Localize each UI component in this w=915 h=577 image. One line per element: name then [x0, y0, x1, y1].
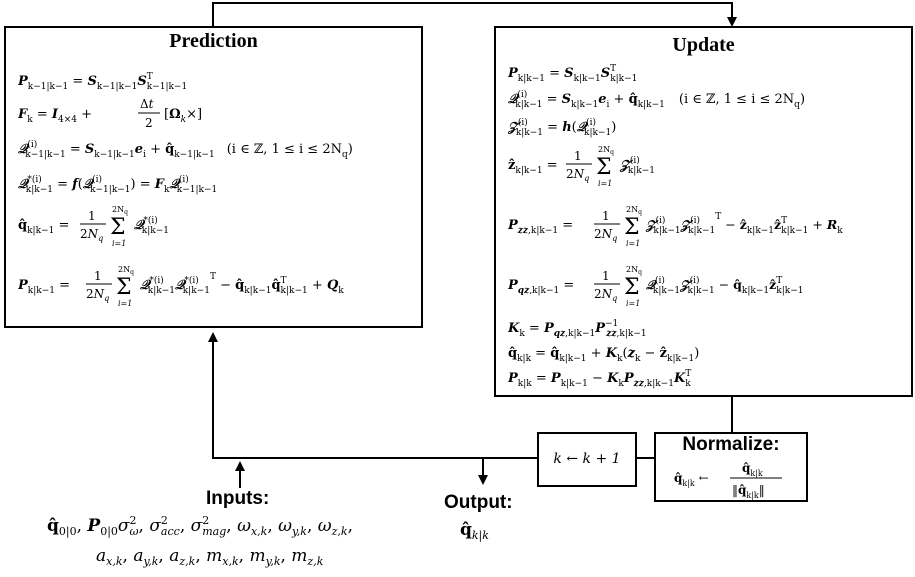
svg-text:Kk = Pqz,k|k−1P−1zz,k|k−1: Kk = Pqz,k|k−1P−1zz,k|k−1: [508, 319, 647, 339]
svg-text:i=1: i=1: [118, 299, 132, 308]
prediction-equation-6: Pk|k−1 = 1 2Nq 2Nq Σ i=1 𝒬*(i)k|k−1𝒬*(i)…: [17, 262, 418, 313]
svg-text:1: 1: [574, 149, 582, 163]
svg-text:𝒬(i)k−1|k−1 = Sk−1|k−1ei + q̂: 𝒬(i)k−1|k−1 = Sk−1|k−1ei + q̂k−1|k−1(i ∈…: [18, 139, 353, 160]
svg-text:Δt: Δt: [140, 97, 154, 111]
svg-text:i=1: i=1: [626, 299, 640, 308]
svg-text:Pzz,k|k−1 =: Pzz,k|k−1 =: [508, 218, 573, 236]
svg-text:2Nq: 2Nq: [594, 227, 617, 243]
svg-text:1: 1: [602, 209, 610, 223]
svg-text:q̂k|k: q̂k|k: [460, 520, 489, 543]
svg-text:Σ: Σ: [624, 275, 640, 300]
svg-text:‖q̂k|k‖: ‖q̂k|k‖: [732, 483, 765, 500]
update-title: Update: [672, 34, 735, 56]
svg-text:2Nq: 2Nq: [118, 265, 134, 276]
svg-text:i=1: i=1: [598, 179, 612, 188]
inputs-title: Inputs:: [206, 488, 270, 509]
prediction-equation-3: 𝒬(i)k−1|k−1 = Sk−1|k−1ei + q̂k−1|k−1(i ∈…: [18, 136, 418, 165]
svg-text:Σ: Σ: [624, 215, 640, 240]
increment-box: k ← k + 1: [537, 432, 637, 487]
svg-text:q̂k|k: q̂k|k: [742, 461, 763, 478]
update-equation-5: Pzz,k|k−1 = 1 2Nq 2Nq Σ i=1 𝒵(i)k|k−1𝒵(i…: [507, 202, 913, 253]
update-equation-6: Pqz,k|k−1 = 1 2Nq 2Nq Σ i=1 𝒬(i)k|k−1𝒵(i…: [507, 262, 908, 313]
svg-text:Σ: Σ: [596, 155, 612, 180]
update-equation-4: ẑk|k−1 = 1 2Nq 2Nq Σ i=1 𝒵(i)k|k−1: [508, 142, 728, 193]
svg-text:ẑk|k−1 =: ẑk|k−1 =: [508, 158, 558, 176]
svg-text:𝒬*(i)k|k−1𝒬*(i)k|k−1T − q̂k|: 𝒬*(i)k|k−1𝒬*(i)k|k−1T − q̂k|k−1q̂Tk|k−1 …: [140, 272, 344, 296]
svg-text:Fk = I4×4 +: Fk = I4×4 +: [18, 107, 92, 125]
normalize-title: Normalize:: [682, 434, 780, 455]
svg-text:Pk|k−1 =: Pk|k−1 =: [18, 278, 70, 296]
svg-text:Pqz,k|k−1 =: Pqz,k|k−1 =: [508, 278, 574, 296]
svg-text:q̂k|k−1 =: q̂k|k−1 =: [18, 218, 69, 236]
svg-text:𝒬*(i)k|k−1 = f(𝒬(i)k−1|k−1): 𝒬*(i)k|k−1 = f(𝒬(i)k−1|k−1) = Fk𝒬(i)k−1|…: [18, 174, 217, 195]
output-title: Output:: [444, 492, 513, 513]
prediction-equation-2: Fk = I4×4 + Δt 2 [Ωk×]: [17, 94, 248, 137]
svg-text:𝒬(i)k|k−1 = Sk|k−1ei + q̂k|k−: 𝒬(i)k|k−1 = Sk|k−1ei + q̂k|k−1(i ∈ ℤ, 1 …: [508, 89, 805, 110]
svg-text:2Nq: 2Nq: [80, 227, 103, 243]
svg-text:2: 2: [145, 116, 153, 130]
svg-text:𝒬*(i)k|k−1: 𝒬*(i)k|k−1: [134, 215, 169, 236]
svg-text:2Nq: 2Nq: [86, 287, 109, 303]
svg-text:ax,k, ay,k, az,k, mx,k, my,k,: ax,k, ay,k, az,k, mx,k, my,k, mz,k: [96, 546, 324, 568]
svg-text:1: 1: [88, 209, 96, 223]
svg-text:𝒵(i)k|k−1: 𝒵(i)k|k−1: [619, 155, 655, 176]
prediction-equation-4: 𝒬*(i)k|k−1 = f(𝒬(i)k−1|k−1) = Fk𝒬(i)k−1|…: [18, 170, 318, 201]
arrow-prediction-to-update: [212, 2, 737, 27]
svg-text:2Nq: 2Nq: [626, 205, 642, 216]
svg-text:Σ: Σ: [116, 275, 132, 300]
svg-text:2Nq: 2Nq: [598, 145, 614, 156]
normalize-box: Normalize: q̂k|k ← q̂k|k ‖q̂k|k‖: [654, 432, 808, 502]
svg-text:q̂k|k ←: q̂k|k ←: [674, 471, 709, 488]
svg-text:2Nq: 2Nq: [566, 167, 589, 183]
output-value: q̂k|k: [460, 514, 520, 548]
prediction-equation-5: q̂k|k−1 = 1 2Nq 2Nq Σ i=1 𝒬*(i)k|k−1: [18, 202, 238, 253]
svg-text:2Nq: 2Nq: [626, 265, 642, 276]
svg-text:1: 1: [602, 269, 610, 283]
svg-text:Σ: Σ: [110, 215, 126, 240]
svg-text:2Nq: 2Nq: [594, 287, 617, 303]
svg-text:q̂k|k = q̂k|k−1 + Kk(zk − ẑk|k: q̂k|k = q̂k|k−1 + Kk(zk − ẑk|k−1): [508, 346, 699, 364]
svg-text:𝒵(i)k|k−1 = h(𝒬(i)k|k−1): 𝒵(i)k|k−1 = h(𝒬(i)k|k−1): [508, 117, 616, 138]
normalize-equation: q̂k|k ← q̂k|k ‖q̂k|k‖: [674, 456, 804, 503]
svg-text:i=1: i=1: [626, 239, 640, 248]
svg-text:i=1: i=1: [112, 239, 126, 248]
inputs-line-2: ax,k, ay,k, az,k, mx,k, my,k, mz,k: [96, 540, 396, 574]
arrow-loop-to-prediction: [208, 332, 538, 459]
update-equation-3: 𝒵(i)k|k−1 = h(𝒬(i)k|k−1): [507, 114, 708, 143]
svg-text:[Ωk×]: [Ωk×]: [164, 107, 202, 125]
increment-label: k ← k + 1: [553, 451, 621, 467]
update-equation-8: q̂k|k = q̂k|k−1 + Kk(zk − ẑk|k−1): [508, 342, 768, 367]
update-equation-2: 𝒬(i)k|k−1 = Sk|k−1ei + q̂k|k−1(i ∈ ℤ, 1 …: [508, 86, 908, 115]
svg-text:1: 1: [94, 269, 102, 283]
prediction-title: Prediction: [169, 30, 258, 52]
svg-text:2Nq: 2Nq: [112, 205, 128, 216]
